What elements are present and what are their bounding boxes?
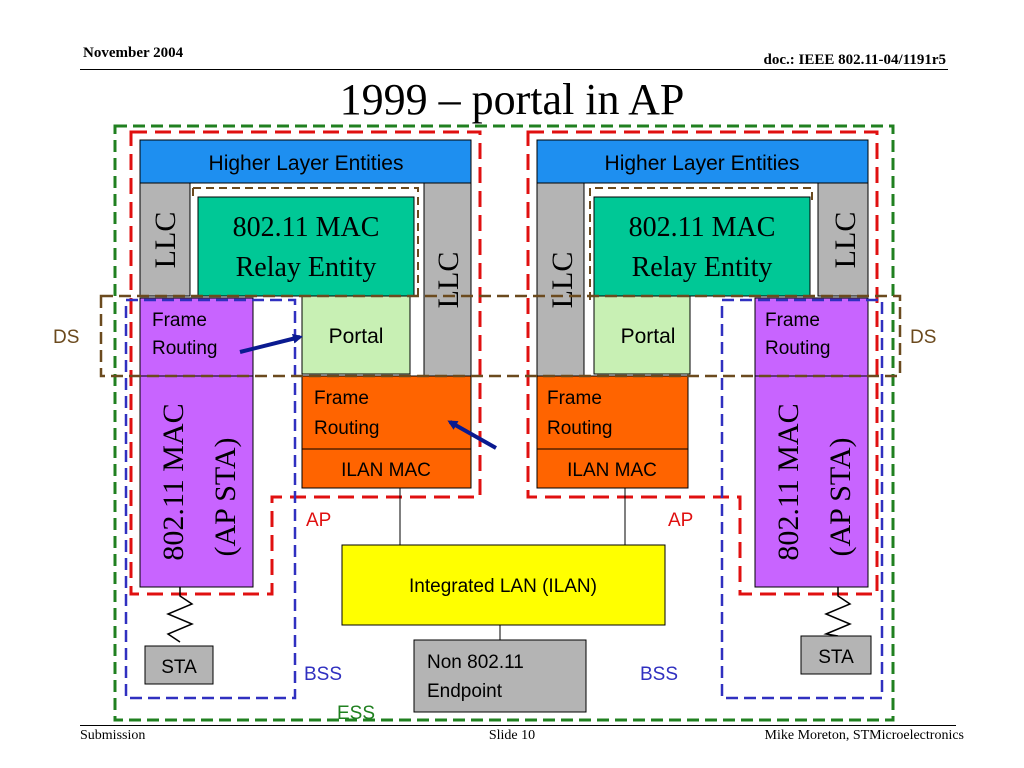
endpoint-line2: Endpoint <box>427 681 503 702</box>
left-portal-box <box>301 295 411 375</box>
left-sta-label: STA <box>161 657 197 678</box>
right-llc-right-box <box>817 182 869 297</box>
right-llc-left-label: LLC <box>546 252 579 309</box>
right-higher-layer-box <box>536 139 869 184</box>
right-mac-ap-sta-line2: (AP STA) <box>824 438 857 557</box>
left-frame-routing-top-line1: Frame <box>152 310 207 331</box>
right-frame-routing-bottom-line2: Routing <box>547 418 613 439</box>
right-higher-layer-label: Higher Layer Entities <box>605 152 800 175</box>
left-ds-label: DS <box>53 327 79 348</box>
right-bss-boundary <box>720 298 884 700</box>
left-bss-label: BSS <box>304 664 342 685</box>
left-bss-boundary <box>124 298 297 700</box>
ds-boundary <box>99 294 902 378</box>
left-llc-left-box <box>139 182 191 297</box>
endpoint-line1: Non 802.11 <box>427 652 524 673</box>
right-llc-right-label: LLC <box>829 212 862 269</box>
left-mac-relay-line2: Relay Entity <box>236 252 377 283</box>
slide-title: 1999 – portal in AP <box>339 75 685 124</box>
right-frame-routing-top-line1: Frame <box>765 310 820 331</box>
right-frame-routing-bottom-box <box>536 375 689 450</box>
footer-author: Mike Moreton, STMicroelectronics <box>764 728 964 743</box>
left-mac-relay-box <box>197 196 415 297</box>
right-ilan-mac-box <box>536 448 689 489</box>
arrow-to-portal <box>239 333 303 354</box>
left-frame-routing-bottom-line2: Routing <box>314 418 380 439</box>
footer-submission: Submission <box>80 728 146 743</box>
left-frame-routing-top-box <box>139 297 254 377</box>
ess-label: ESS <box>337 703 375 724</box>
right-mac-ap-sta-box <box>754 375 869 588</box>
left-mac-relay-line1: 802.11 MAC <box>233 212 380 243</box>
header-rule <box>80 69 948 70</box>
ess-boundary <box>113 124 895 722</box>
right-mac-relay-line1: 802.11 MAC <box>629 212 776 243</box>
right-mac-relay-box <box>593 196 811 297</box>
left-ap-boundary <box>129 130 482 596</box>
right-ds-label: DS <box>910 327 936 348</box>
right-portal-label: Portal <box>621 325 676 348</box>
left-ap-label: AP <box>306 510 331 531</box>
right-ilan-mac-label: ILAN MAC <box>567 460 657 481</box>
left-sta-box <box>144 645 214 685</box>
left-higher-layer-box <box>139 139 472 184</box>
left-llc-right-label: LLC <box>432 252 465 309</box>
left-frame-routing-top-line2: Routing <box>152 338 218 359</box>
right-sta-box <box>800 635 872 675</box>
left-wireless-link <box>166 587 194 643</box>
left-llc-left-label: LLC <box>149 212 182 269</box>
right-portal-box <box>593 295 691 375</box>
left-higher-layer-label: Higher Layer Entities <box>209 152 404 175</box>
left-mac-ap-sta-box <box>139 375 254 588</box>
left-portal-label: Portal <box>329 325 384 348</box>
left-frame-routing-bottom-line1: Frame <box>314 388 369 409</box>
left-ilan-mac-box <box>301 448 472 489</box>
arrow-to-frame-routing <box>447 420 497 450</box>
left-mac-ap-sta-line1: 802.11 MAC <box>157 403 190 560</box>
right-frame-routing-top-line2: Routing <box>765 338 831 359</box>
right-mac-relay-line2: Relay Entity <box>632 252 773 283</box>
endpoint-box <box>413 639 587 713</box>
left-llc-right-box <box>423 182 472 377</box>
left-frame-routing-bottom-box <box>301 375 472 450</box>
right-llc-left-box <box>536 182 585 377</box>
right-bss-label: BSS <box>640 664 678 685</box>
header-doc-id: doc.: IEEE 802.11-04/1191r5 <box>763 52 946 68</box>
right-frame-routing-bottom-line1: Frame <box>547 388 602 409</box>
right-ap-label: AP <box>668 510 693 531</box>
right-relay-inner-boundary <box>589 187 813 300</box>
right-ap-boundary <box>526 130 879 596</box>
right-frame-routing-top-box <box>754 297 869 377</box>
header-date: November 2004 <box>83 45 184 61</box>
left-ilan-mac-label: ILAN MAC <box>341 460 431 481</box>
right-mac-ap-sta-line1: 802.11 MAC <box>772 403 805 560</box>
footer-rule <box>80 725 956 726</box>
integrated-lan-box <box>341 544 666 626</box>
left-mac-ap-sta-line2: (AP STA) <box>209 438 242 557</box>
integrated-lan-label: Integrated LAN (ILAN) <box>409 576 597 597</box>
right-wireless-link <box>823 587 852 637</box>
right-sta-label: STA <box>818 647 854 668</box>
left-relay-inner-boundary <box>193 187 419 300</box>
footer-slide-number: Slide 10 <box>488 728 536 743</box>
